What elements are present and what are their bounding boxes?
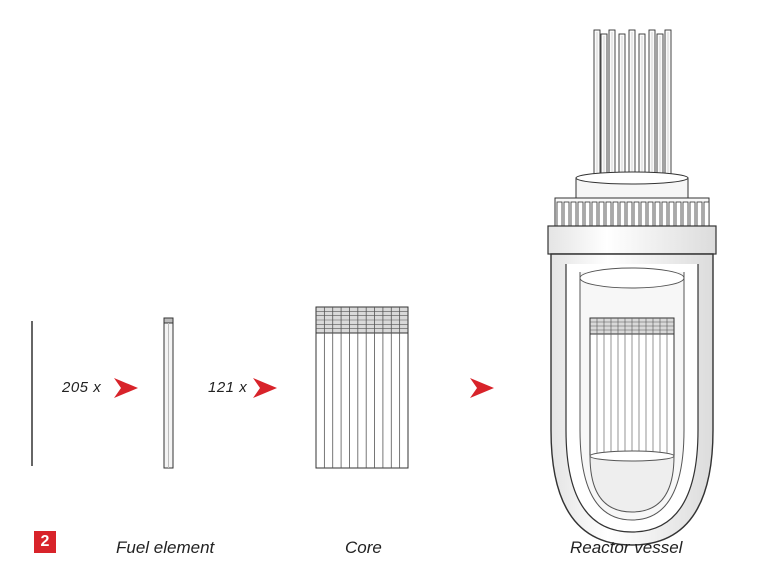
fuel-element [163,317,174,469]
nozzle-ring [556,201,710,227]
figure-number-badge: 2 [34,531,56,553]
label-core: Core [345,538,382,557]
label-fuel-element: Fuel element [116,538,215,557]
arrow-icon [253,378,277,398]
reactor-vessel [547,29,717,546]
multiplier-label-elements: 121 x [208,379,248,396]
multiplier-label-rods: 205 x [62,379,102,396]
label-reactor-vessel: Reactor vessel [570,538,683,557]
core [315,306,409,469]
arrow-icon [470,378,494,398]
arrow-icon [114,378,138,398]
control-rods [593,29,672,185]
